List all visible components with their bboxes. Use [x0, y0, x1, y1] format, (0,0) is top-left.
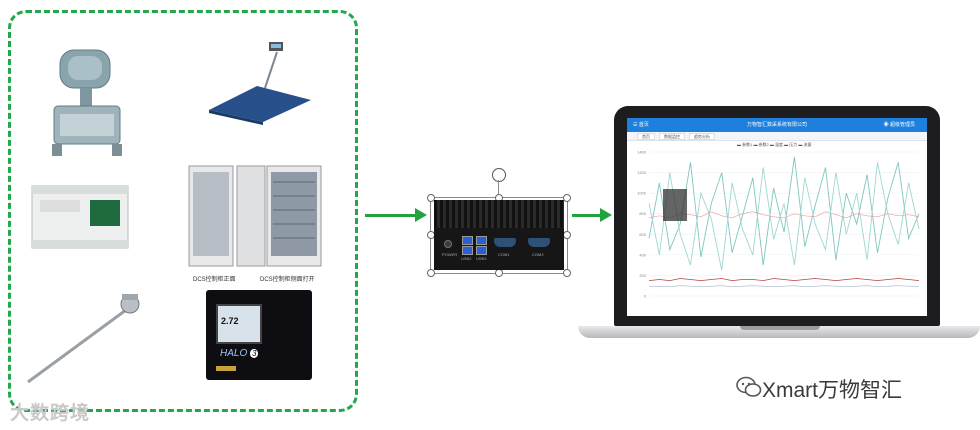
tab-monitor[interactable]: 数据监控	[659, 133, 685, 140]
series-line-1	[648, 157, 920, 266]
dcs-cabinets	[188, 165, 322, 267]
usb-port-1	[462, 236, 473, 245]
usb-port-4	[476, 246, 487, 255]
chart-tooltip	[663, 189, 687, 221]
dashboard-title: 万物智汇数采系统有限公司	[746, 122, 807, 128]
rotate-handle-icon[interactable]	[492, 168, 506, 182]
usb-port-2	[462, 246, 473, 255]
rotate-handle-line	[498, 180, 499, 197]
port-label-com1: COM1	[498, 252, 510, 257]
resize-handle-br[interactable]	[563, 269, 571, 277]
arrow-devices-to-gateway	[365, 208, 427, 222]
dashboard-tabs: 首页 数据监控 趋势分析	[627, 132, 927, 141]
port-label-power: POWER	[442, 252, 458, 257]
device-group-box	[8, 10, 358, 412]
resize-handle-tl[interactable]	[427, 194, 435, 202]
series-line-2	[648, 162, 920, 271]
laptop-screen: ☰ 首页 万物智汇数采系统有限公司 ◉ 超级管理员 首页 数据监控 趋势分析 ▬…	[627, 118, 927, 316]
pressure-transmitter	[52, 49, 122, 156]
y-tick-label: 200	[639, 273, 646, 278]
y-tick-label: 1200	[637, 170, 647, 175]
series-line-4	[648, 278, 920, 281]
tab-home[interactable]: 首页	[637, 133, 655, 140]
analyzer-plate	[216, 366, 236, 371]
com-port-2	[528, 238, 550, 247]
chart-legend: ▬ 参数1 ▬ 参数2 ▬ 温度 ▬ 压力 ▬ 流量	[737, 142, 812, 147]
laptop-notch	[740, 326, 820, 330]
watermark-text: 大数跨境	[10, 403, 91, 424]
cabinet-caption-left: DCS控制柜正面	[193, 277, 236, 283]
pc-front-panel	[434, 228, 564, 270]
analyzer-screen: 2.72	[216, 304, 262, 344]
resize-handle-right[interactable]	[563, 231, 571, 239]
wechat-icon	[736, 376, 762, 397]
port-label-com2: COM2	[532, 252, 544, 257]
trend-chart: 0 200 400 600 800 1000 1200 1400	[637, 150, 920, 299]
series-line-5	[648, 285, 920, 288]
analyzer-label: HALO	[220, 348, 248, 359]
gas-analyzer: 2.72 HALO 3	[206, 290, 312, 380]
analyzer-reading: 2.72	[221, 316, 239, 326]
arrow-gateway-to-laptop	[572, 208, 612, 222]
y-tick-label: 800	[639, 211, 646, 216]
header-left-text: 首页	[638, 122, 649, 128]
menu-icon[interactable]: ☰ 首页	[633, 122, 649, 128]
user-icon: ◉	[883, 122, 890, 128]
analyzer-label-suffix: 3	[250, 349, 259, 358]
analyzer-brand: HALO 3	[220, 348, 259, 359]
user-menu-text: 超级管理员	[889, 122, 915, 128]
y-tick-label: 1400	[637, 150, 647, 155]
resize-handle-bl[interactable]	[427, 269, 435, 277]
plc-controller	[31, 185, 129, 249]
tab-trend[interactable]: 趋势分析	[689, 133, 715, 140]
com-port-1	[494, 238, 516, 247]
usb-port-3	[476, 236, 487, 245]
y-tick-label: 1000	[637, 191, 647, 196]
cabinet-caption-right: DCS控制柜侧面打开	[260, 277, 315, 283]
port-label-usb3: USB3	[476, 256, 487, 261]
series-line-3	[648, 211, 920, 219]
thermocouple-probe	[27, 294, 140, 384]
y-tick-label: 400	[639, 252, 646, 257]
port-label-usb2: USB2	[461, 256, 472, 261]
y-tick-label: 600	[639, 232, 646, 237]
user-menu[interactable]: ◉ 超级管理员	[884, 121, 915, 128]
resize-handle-tr[interactable]	[563, 194, 571, 202]
brand-text: Xmart万物智汇	[762, 379, 903, 402]
laptop-base	[578, 326, 980, 338]
dashboard-header: ☰ 首页 万物智汇数采系统有限公司 ◉ 超级管理员	[627, 118, 927, 132]
power-port	[444, 240, 452, 248]
y-tick-label: 0	[644, 294, 647, 299]
platform-scale	[209, 42, 311, 125]
heatsink-fins	[434, 200, 564, 228]
resize-handle-bottom[interactable]	[495, 269, 503, 277]
